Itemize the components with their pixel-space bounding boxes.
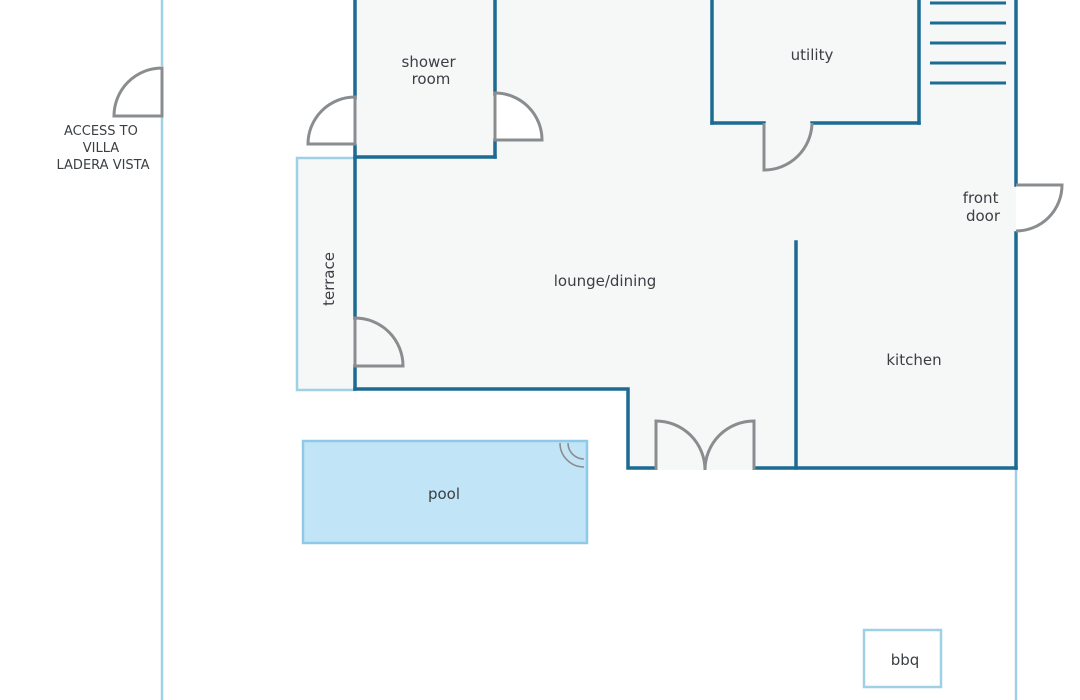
pool-steps <box>559 442 585 468</box>
label-front-door-line1: front <box>963 189 999 207</box>
label-terrace: terrace <box>320 252 338 306</box>
access-note-line2: VILLA <box>83 141 120 156</box>
doors <box>112 66 1064 471</box>
label-front-door-line2: door <box>966 207 1001 225</box>
terrace-door-swing <box>353 316 405 368</box>
outdoor-boundaries <box>160 0 1018 700</box>
pool-double-door-right <box>703 419 756 471</box>
label-access-note: ACCESS TO VILLA LADERA VISTA <box>57 124 150 173</box>
access-door-swing <box>112 66 164 118</box>
pool-step-arc <box>567 442 585 460</box>
pool-area <box>301 439 589 545</box>
label-pool: pool <box>428 485 460 503</box>
terrace-floor <box>297 158 355 390</box>
label-shower-room: shower room <box>402 53 461 88</box>
label-bbq: bbq <box>891 651 920 669</box>
floor-areas <box>297 0 1016 689</box>
south-wall-left <box>353 387 658 470</box>
front-door-swing <box>1015 183 1064 233</box>
labels: shower room utility front door lounge/di… <box>57 46 1003 669</box>
label-shower-line2: room <box>412 70 451 88</box>
access-note-line3: LADERA VISTA <box>57 158 150 173</box>
walls <box>353 0 1018 470</box>
shower-east-door-swing <box>493 91 544 142</box>
bbq-area <box>862 628 943 689</box>
utility-door-swing <box>762 122 814 172</box>
label-shower-line1: shower <box>402 53 457 71</box>
shower-west-door-swing <box>306 95 357 146</box>
label-lounge-dining: lounge/dining <box>554 272 657 290</box>
access-note-line1: ACCESS TO <box>64 124 138 139</box>
label-utility: utility <box>791 46 834 64</box>
label-kitchen: kitchen <box>886 351 941 369</box>
pool-step-arc <box>559 442 585 468</box>
pool-double-door-left <box>654 419 707 471</box>
label-front-door: front door <box>963 189 1003 225</box>
terrace-outline <box>295 156 355 392</box>
stairs <box>930 1 1006 85</box>
